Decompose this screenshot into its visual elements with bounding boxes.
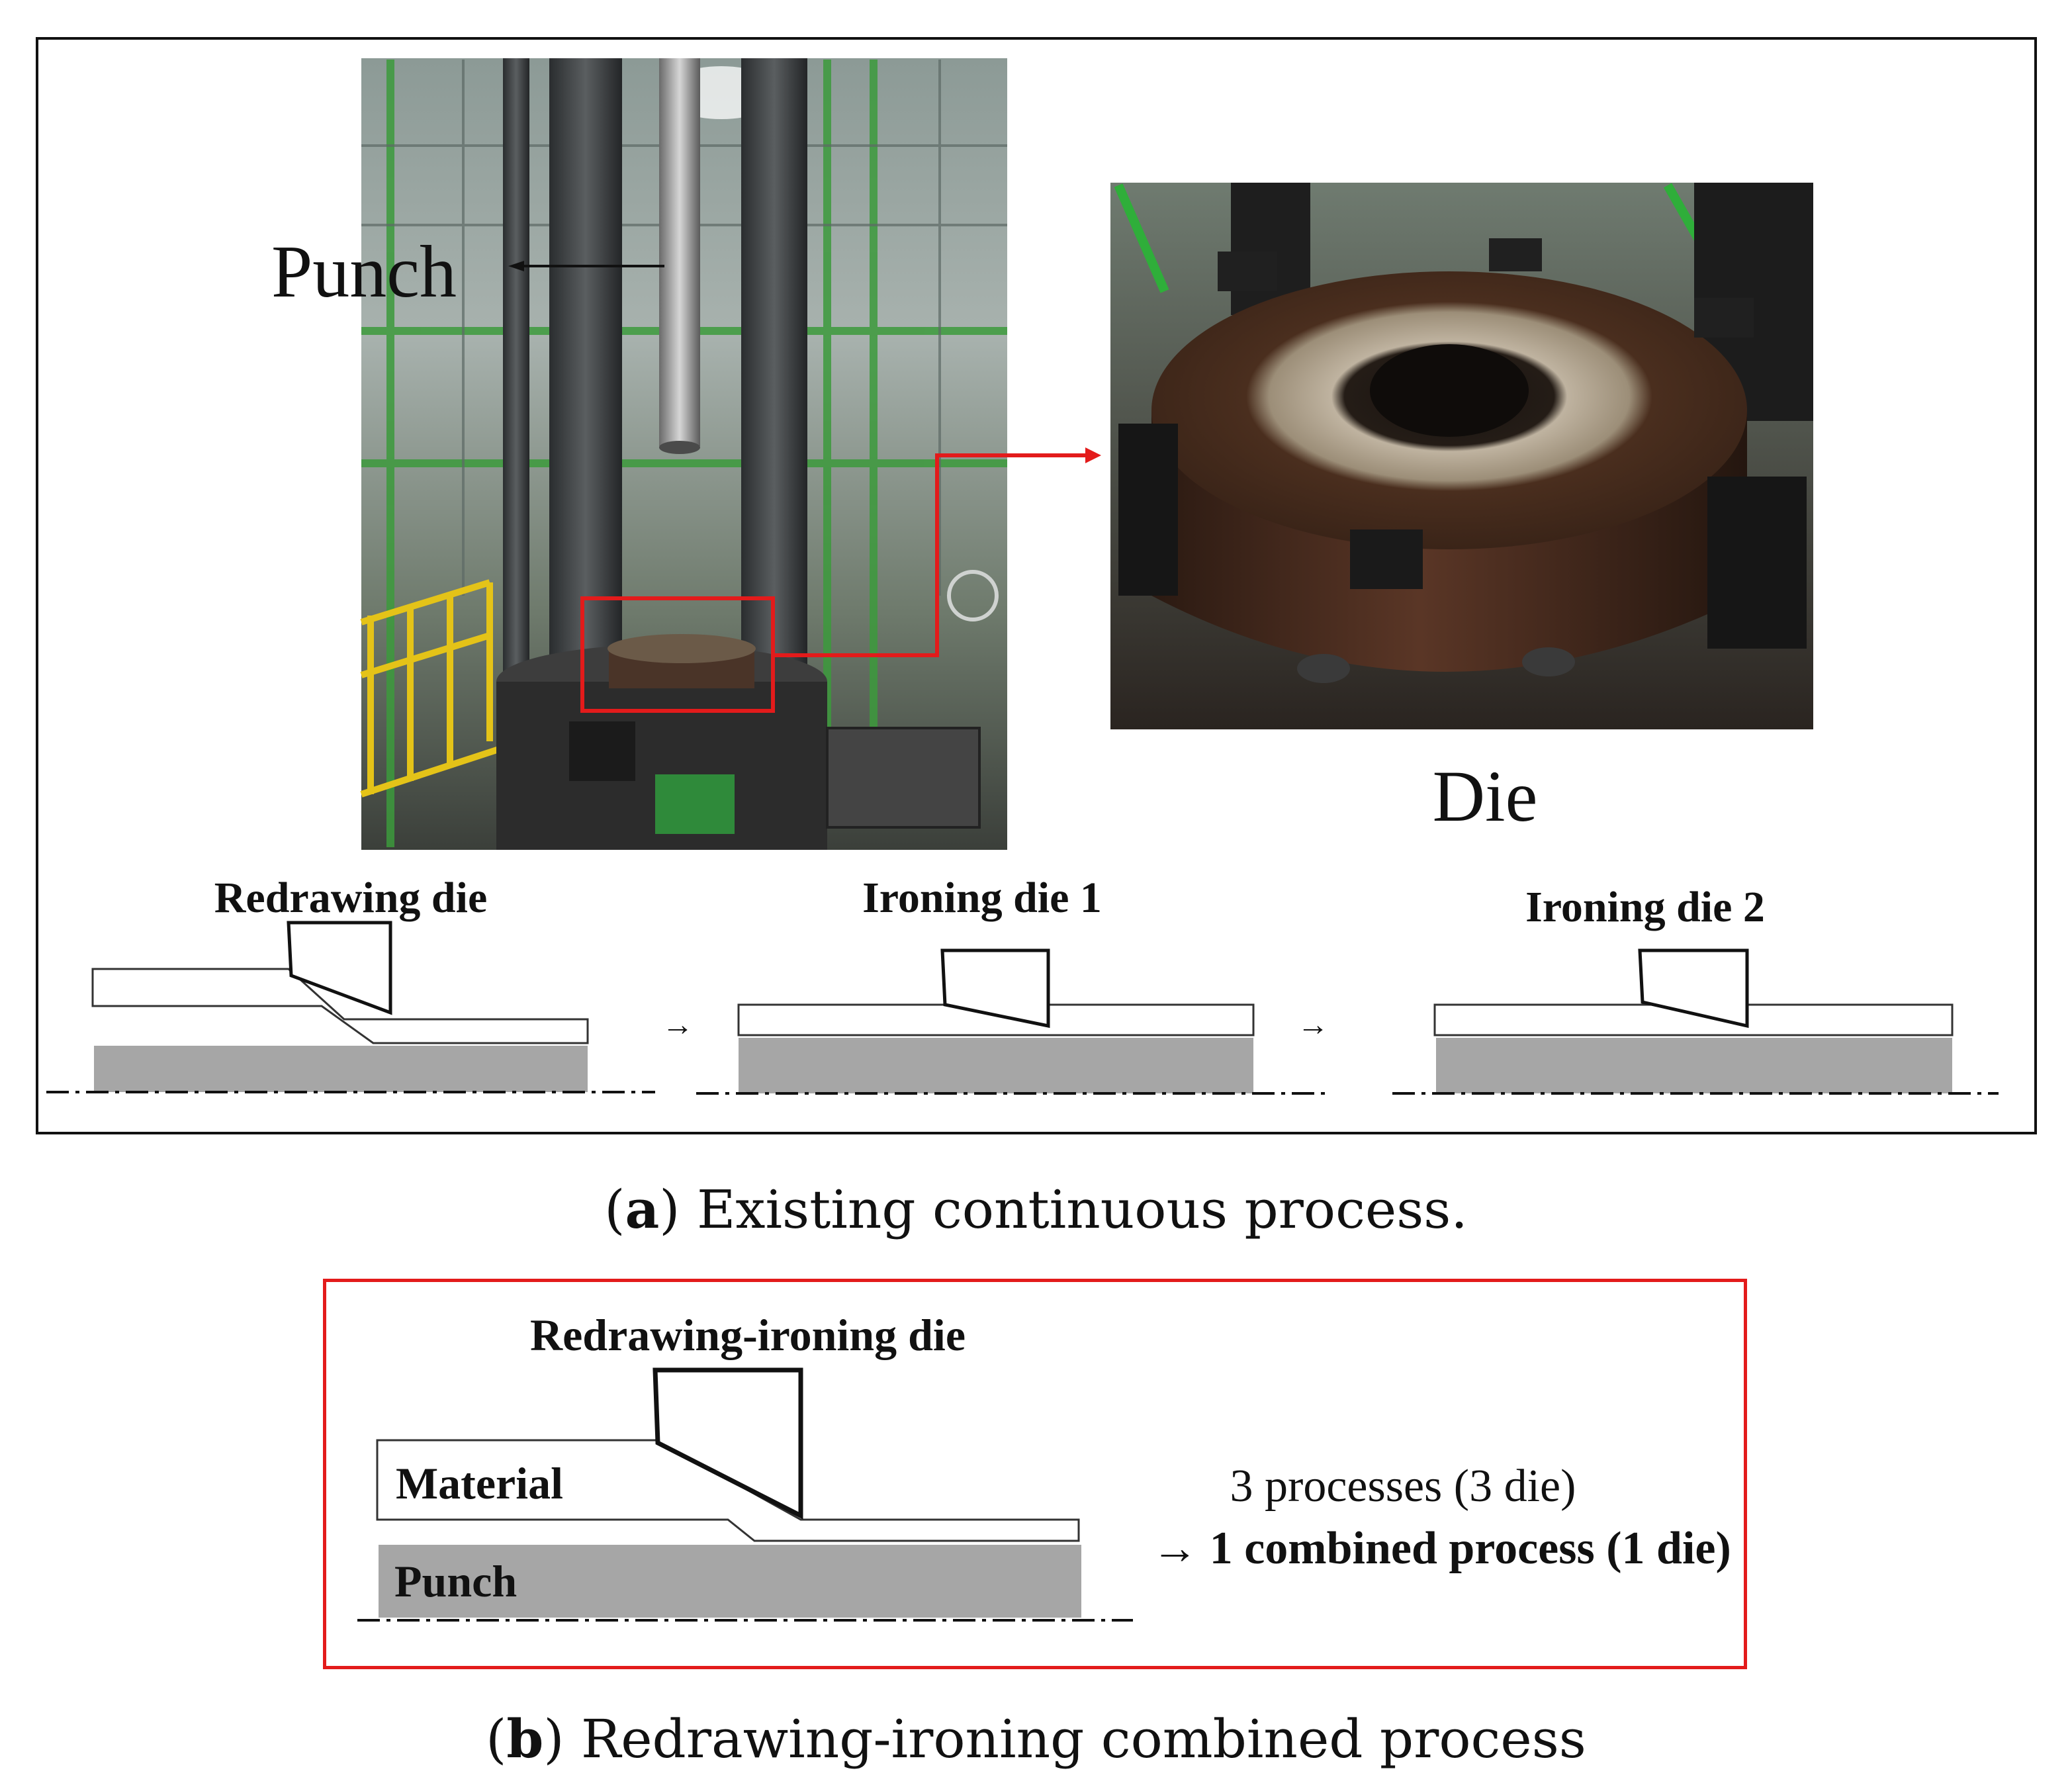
caption-a-letter: a <box>625 1178 660 1240</box>
caption-a: (a) Existing continuous process. <box>604 1178 1468 1240</box>
stage-title: Redrawing die <box>214 874 488 922</box>
die-profile <box>287 921 392 1015</box>
stage-ironing-die-1: Ironing die 1 <box>696 874 1326 1095</box>
punch-block <box>739 1038 1253 1093</box>
summary-line-2: → 1 combined process (1 die) <box>1151 1523 1731 1574</box>
punch-block <box>1436 1038 1952 1093</box>
punch-block <box>379 1545 1081 1618</box>
punch-label: Punch <box>394 1556 517 1606</box>
stage-title: Ironing die 1 <box>862 874 1102 922</box>
press-photo <box>360 58 1007 850</box>
punch-photo-label: Punch <box>271 231 457 313</box>
connector-arrowhead <box>1085 447 1101 463</box>
punch-pointer-arrowhead <box>508 261 524 271</box>
caption-b: (b) Redrawing-ironing combined process <box>486 1708 1586 1770</box>
die-photo <box>1110 183 1813 729</box>
panel-a-frame <box>36 37 2037 1134</box>
caption-b-text: Redrawing-ironing combined process <box>564 1708 1586 1770</box>
die-profile <box>940 948 1050 1029</box>
combined-die-title: Redrawing-ironing die <box>530 1310 966 1360</box>
material-label: Material <box>396 1458 563 1508</box>
stage-title: Ironing die 2 <box>1525 883 1765 931</box>
die-profile <box>1638 948 1749 1029</box>
caption-b-letter: b <box>506 1708 544 1770</box>
connector-line <box>773 453 1092 657</box>
stage-ironing-die-2: Ironing die 2 <box>1392 883 1999 1095</box>
panel-b-frame <box>323 1279 1747 1669</box>
material-outline <box>91 968 589 1044</box>
stage-arrow: → <box>662 1007 694 1042</box>
punch-block <box>94 1046 588 1092</box>
stage-redrawing-die: Redrawing die <box>46 874 655 1093</box>
combined-process-diagram: Redrawing-ironing die Material Punch 3 p… <box>357 1310 1731 1622</box>
die-photo-label: Die <box>1433 756 1538 837</box>
caption-a-text: Existing continuous process. <box>680 1179 1468 1240</box>
summary-line-1: 3 processes (3 die) <box>1230 1461 1576 1512</box>
stage-arrow: → <box>1297 1007 1329 1042</box>
combined-die-profile <box>653 1367 803 1520</box>
